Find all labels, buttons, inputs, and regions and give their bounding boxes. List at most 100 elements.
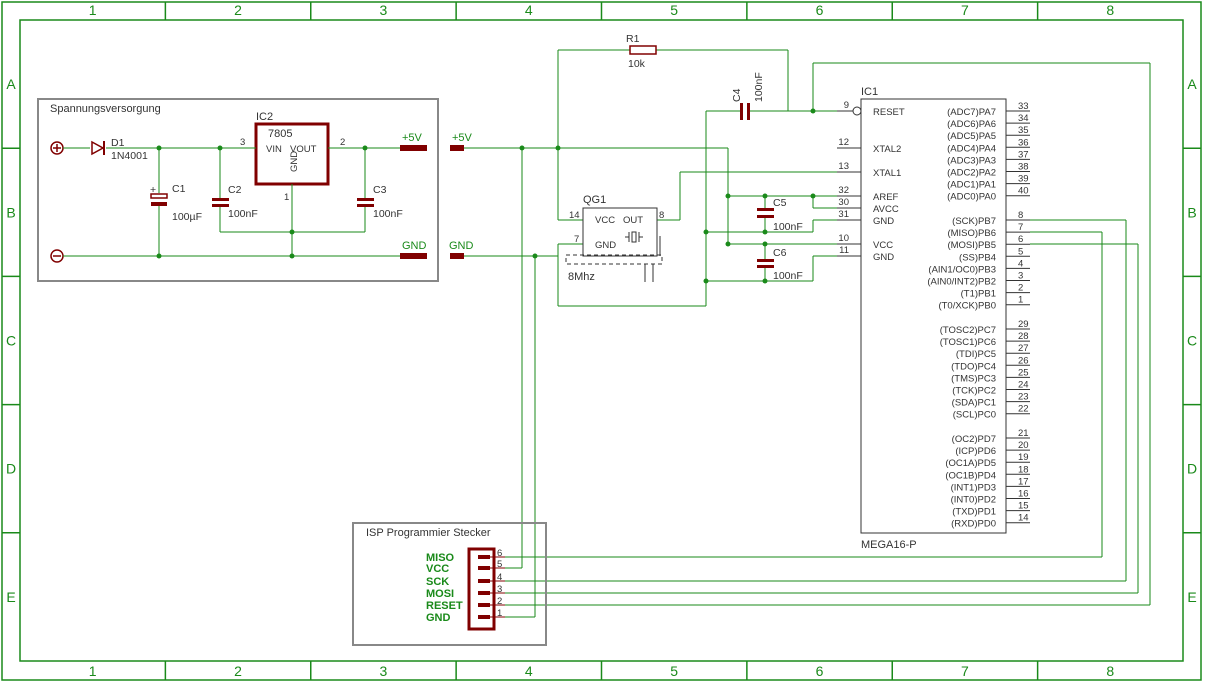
ic1-right-pin-number: 8 [1018,210,1023,221]
ic1-right-pin-label: (TCK)PC2 [952,386,996,397]
ic1-right-pin-label: (ADC5)PA5 [947,131,996,142]
capacitor-c5: C5 100nF [757,197,803,233]
ic1-right-pin-label: (ADC3)PA3 [947,155,996,166]
ic1-right-pin-number: 33 [1018,101,1029,112]
frame-column-top-4: 4 [525,2,533,18]
ic1-left-pin-number: 30 [838,197,849,208]
frame-row-right-A: A [1187,76,1197,92]
ic1-right-pin-label: (MOSI)PB5 [947,240,996,251]
ic1-left-pin-label: AVCC [873,204,899,215]
isp-pin-number: 6 [497,548,502,559]
frame-column-bottom-5: 5 [670,663,678,679]
c1-name: C1 [172,183,186,195]
qg1-pin-gnd: 7 [574,234,579,245]
gnd-net-label-left: GND [402,240,427,252]
ic1-right-pin-label: (ICP)PD6 [955,446,996,457]
ic1-right-pin-number: 22 [1018,404,1029,415]
ic1-right-pin-number: 37 [1018,149,1029,160]
c5-value: 100nF [773,221,803,233]
c1-value: 100µF [172,211,202,223]
ic1-right-pin-label: (INT1)PD3 [951,482,996,493]
ic1-right-pin-label: (TOSC2)PC7 [940,325,996,336]
power-supply-section: Spannungsversorgung D1 1N4001 + C1 100µ [37,98,439,282]
ic1-right-pin-number: 20 [1018,440,1029,451]
isp-signal-label: MOSI [426,588,454,600]
frame-column-bottom-4: 4 [525,663,533,679]
ic1-right-pin-label: (ADC7)PA7 [947,107,996,118]
ic2-value: 7805 [268,128,292,140]
power-box-title: Spannungsversorgung [50,103,161,115]
ic1-right-pin-label: (TOSC1)PC6 [940,337,996,348]
d1-name: D1 [111,137,125,149]
isp-box-title: ISP Programmier Stecker [366,527,491,539]
ic1-left-pin-label: AREF [873,192,899,203]
ic1-right-pin-number: 2 [1018,283,1023,294]
ic1-left-pin-number: 13 [838,161,849,172]
ic1-right-pin-number: 19 [1018,452,1029,463]
ic1-right-pin-label: (T0/XCK)PB0 [938,301,996,312]
frame-row-left-A: A [6,76,16,92]
ic1-name: IC1 [861,86,878,98]
frame-column-top-6: 6 [816,2,824,18]
vcc-flag-left [400,145,427,151]
ic1-right-pin-number: 28 [1018,331,1029,342]
ic1-right-pin-number: 6 [1018,234,1023,245]
ic1-right-pin-label: (ADC4)PA4 [947,143,996,154]
mcu-ic1: IC1 MEGA16-P RESET9XTAL212XTAL113AREF32A… [837,86,1030,551]
ic1-left-pin-label: RESET [873,107,905,118]
qg1-out-label: OUT [623,215,643,226]
ic1-right-pin-number: 35 [1018,125,1029,136]
ic1-right-pin-label: (INT0)PD2 [951,495,996,506]
ic1-right-pin-label: (AIN1/OC0)PB3 [928,264,996,275]
frame-column-top-5: 5 [670,2,678,18]
gnd-flag-left [400,253,427,259]
frame-column-bottom-7: 7 [961,663,969,679]
ic1-right-pin-number: 34 [1018,113,1029,124]
ic1-right-pin-number: 36 [1018,137,1029,148]
frame-column-top-8: 8 [1106,2,1114,18]
ic1-right-pin-label: (ADC2)PA2 [947,168,996,179]
ic1-left-pin-label: GND [873,216,894,227]
ic1-right-pin-label: (ADC6)PA6 [947,119,996,130]
ic1-left-pin-number: 11 [839,245,849,256]
r1-name: R1 [626,33,640,45]
ic1-right-pin-label: (AIN0/INT2)PB2 [927,277,996,288]
isp-pin-number: 5 [497,559,502,570]
ic1-right-pin-label: (SCL)PC0 [953,410,996,421]
ic2-gnd-label: GND [289,151,300,172]
c4-name: C4 [731,88,743,102]
isp-signal-label: GND [426,612,451,624]
isp-pin-number: 1 [497,608,502,619]
ic1-right-pin-label: (TDI)PC5 [956,349,996,360]
ic1-right-pin-number: 1 [1018,295,1023,306]
ic1-left-pin-number: 12 [838,137,849,148]
c2-name: C2 [228,184,242,196]
ic1-right-pin-number: 25 [1018,367,1029,378]
frame-column-bottom-2: 2 [234,663,242,679]
ic1-left-pin-number: 10 [838,233,849,244]
frame-row-right-B: B [1187,204,1196,220]
ic2-vout-label: VOUT [290,144,317,155]
resistor-r1: R1 10k [626,33,657,70]
c4-value: 100nF [753,72,765,102]
ic1-right-pin-number: 27 [1018,343,1029,354]
diode-d1: D1 1N4001 [91,137,148,162]
ic1-right-pin-number: 38 [1018,162,1029,173]
capacitor-c4: C4 100nF [731,72,765,120]
qg1-vcc-label: VCC [595,215,615,226]
ic1-right-pin-number: 26 [1018,355,1029,366]
ic1-right-pin-label: (ADC0)PA0 [947,192,996,203]
ic1-right-pin-label: (TDO)PC4 [951,361,996,372]
vcc-net-label-left: +5V [402,132,423,144]
ic1-right-pin-label: (SDA)PC1 [952,398,996,409]
oscillator-qg1: QG1 VCC OUT GND 14 8 7 8Mhz [565,194,664,283]
ic1-right-pin-label: (ADC1)PA1 [947,180,996,191]
capacitor-c6: C6 100nF [757,247,803,282]
ic1-right-pin-label: (OC1B)PD4 [945,470,996,481]
isp-pin-number: 3 [497,584,502,595]
ic1-right-pin-number: 16 [1018,489,1029,500]
frame-row-left-D: D [6,461,16,477]
